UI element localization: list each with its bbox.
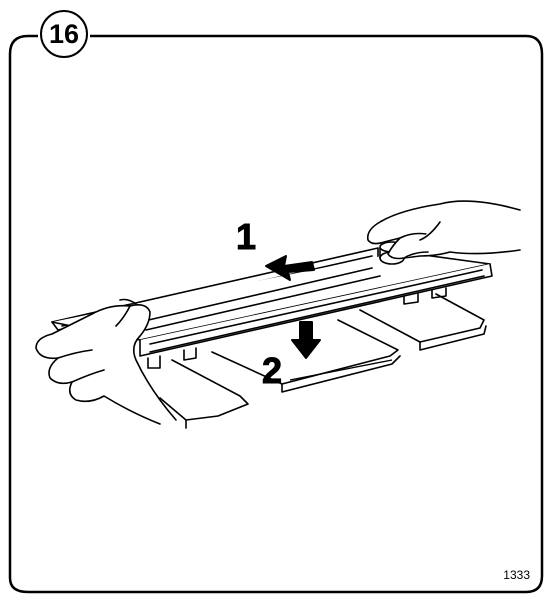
figure-number: 1333 (503, 568, 530, 582)
arrow-down-icon (291, 321, 321, 359)
step-number-badge: 16 (40, 10, 88, 58)
left-hand (35, 298, 177, 425)
arrow-left-icon (265, 255, 315, 281)
ground-line (289, 359, 393, 381)
callout-1-label: 1 (235, 216, 257, 258)
panel-border (8, 34, 544, 594)
right-hand (366, 200, 521, 260)
callout-2-label: 2 (261, 350, 283, 392)
step-number: 16 (48, 18, 80, 49)
